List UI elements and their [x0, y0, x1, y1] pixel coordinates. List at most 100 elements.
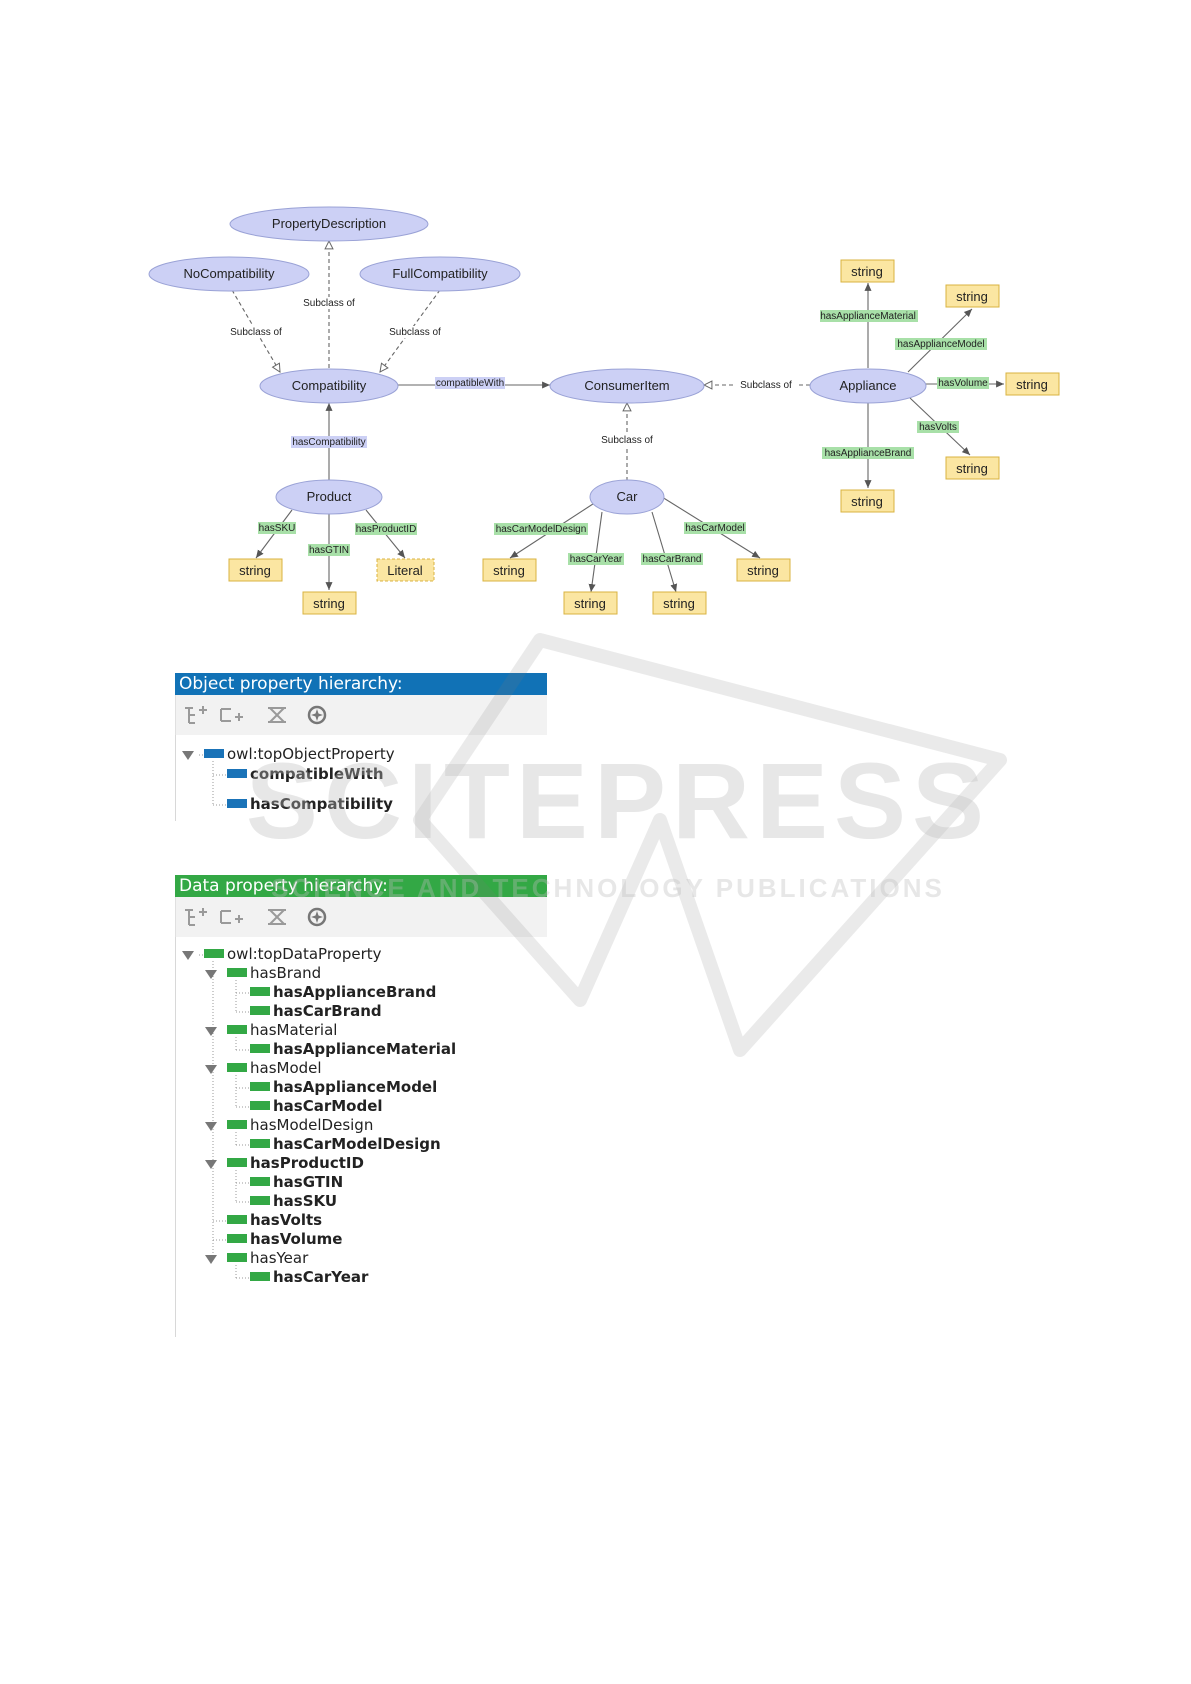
class-node-property-description[interactable]: PropertyDescription: [229, 206, 429, 242]
delete-property-icon[interactable]: [264, 703, 290, 727]
svg-text:Compatibility: Compatibility: [292, 378, 367, 393]
data-property-icon: [250, 1101, 270, 1110]
tree-item[interactable]: hasModelDesign: [227, 1116, 373, 1135]
data-property-icon: [227, 1158, 247, 1167]
tree-item[interactable]: hasCarModel: [250, 1097, 383, 1116]
data-property-icon: [250, 1196, 270, 1205]
data-property-icon: [227, 1234, 247, 1243]
data-property-toolbar: [175, 897, 547, 937]
data-property-icon: [250, 1044, 270, 1053]
label-has-car-model: hasCarModel: [685, 523, 744, 534]
tree-item-compatible-with[interactable]: compatibleWith: [227, 765, 384, 784]
svg-text:string: string: [493, 563, 525, 578]
tree-item[interactable]: hasApplianceMaterial: [250, 1040, 456, 1059]
datatype-node-string-sku[interactable]: string: [228, 558, 283, 582]
edge-no-compatibility-to-compatibility: [231, 289, 280, 372]
data-property-panel-title: Data property hierarchy:: [175, 875, 547, 897]
find-usage-icon[interactable]: [304, 905, 330, 929]
datatype-node-string-car-model-design[interactable]: string: [482, 558, 537, 582]
data-property-icon: [227, 1215, 247, 1224]
data-property-icon: [250, 1139, 270, 1148]
find-usage-icon[interactable]: [304, 703, 330, 727]
tree-item[interactable]: hasProductID: [227, 1154, 364, 1173]
class-node-appliance[interactable]: Appliance: [809, 368, 927, 404]
svg-text:string: string: [663, 596, 695, 611]
tree-item[interactable]: hasBrand: [227, 964, 321, 983]
datatype-node-string-volts[interactable]: string: [945, 456, 1000, 480]
svg-text:string: string: [574, 596, 606, 611]
object-tree-lines: [199, 754, 226, 806]
add-sub-property-icon[interactable]: [182, 905, 208, 929]
expand-toggle-icon[interactable]: [205, 1065, 217, 1074]
datatype-node-string-car-model[interactable]: string: [736, 558, 791, 582]
expand-toggle-icon[interactable]: [182, 751, 194, 760]
class-node-compatibility[interactable]: Compatibility: [259, 368, 399, 404]
class-node-product[interactable]: Product: [275, 479, 383, 515]
class-node-full-compatibility[interactable]: FullCompatibility: [359, 256, 521, 292]
datatype-node-string-car-brand[interactable]: string: [652, 591, 707, 615]
label-has-product-id: hasProductID: [356, 524, 417, 535]
tree-item[interactable]: hasApplianceModel: [250, 1078, 437, 1097]
tree-item[interactable]: hasCarYear: [250, 1268, 368, 1287]
expand-toggle-icon[interactable]: [182, 951, 194, 960]
datatype-node-string-gtin[interactable]: string: [302, 591, 357, 615]
data-tree-lines: [199, 954, 249, 1279]
tree-item[interactable]: hasMaterial: [227, 1021, 337, 1040]
datatype-node-string-car-year[interactable]: string: [563, 591, 618, 615]
datatype-node-string-appliance-model[interactable]: string: [945, 284, 1000, 308]
tree-item[interactable]: hasVolts: [227, 1211, 322, 1230]
svg-text:string: string: [851, 494, 883, 509]
expand-toggle-icon[interactable]: [205, 1027, 217, 1036]
datatype-nodes: string string Literal string string stri…: [228, 259, 1060, 615]
tree-item[interactable]: hasGTIN: [250, 1173, 343, 1192]
tree-item-has-compatibility[interactable]: hasCompatibility: [227, 795, 393, 814]
data-property-icon: [227, 1063, 247, 1072]
object-property-panel: Object property hierarchy:: [175, 673, 547, 821]
add-sibling-property-icon[interactable]: [218, 703, 244, 727]
datatype-node-string-volume[interactable]: string: [1005, 372, 1060, 396]
expand-toggle-icon[interactable]: [205, 1122, 217, 1131]
tree-item[interactable]: hasApplianceBrand: [250, 983, 436, 1002]
add-sibling-property-icon[interactable]: [218, 905, 244, 929]
label-compatible-with: compatibleWith: [436, 378, 504, 389]
tree-item[interactable]: hasCarBrand: [250, 1002, 382, 1021]
expand-toggle-icon[interactable]: [205, 1160, 217, 1169]
data-property-icon: [250, 1006, 270, 1015]
tree-item[interactable]: owl:topDataProperty: [204, 945, 382, 964]
label-subclass-2: Subclass of: [230, 327, 282, 338]
object-property-icon: [204, 749, 224, 758]
svg-text:PropertyDescription: PropertyDescription: [272, 216, 386, 231]
class-node-car[interactable]: Car: [589, 479, 665, 515]
tree-item[interactable]: hasYear: [227, 1249, 308, 1268]
svg-text:string: string: [313, 596, 345, 611]
label-has-compatibility: hasCompatibility: [292, 437, 365, 448]
datatype-node-string-appliance-brand[interactable]: string: [840, 489, 895, 513]
class-node-no-compatibility[interactable]: NoCompatibility: [148, 256, 310, 292]
data-property-icon: [204, 949, 224, 958]
label-subclass-1: Subclass of: [303, 298, 355, 309]
expand-toggle-icon[interactable]: [205, 970, 217, 979]
datatype-node-string-appliance-material[interactable]: string: [840, 259, 895, 283]
delete-property-icon[interactable]: [264, 905, 290, 929]
add-sub-property-icon[interactable]: [182, 703, 208, 727]
class-node-consumer-item[interactable]: ConsumerItem: [549, 368, 705, 404]
label-has-volts: hasVolts: [919, 422, 957, 433]
tree-item[interactable]: hasModel: [227, 1059, 322, 1078]
label-subclass-4: Subclass of: [601, 435, 653, 446]
svg-text:string: string: [239, 563, 271, 578]
label-has-car-year: hasCarYear: [570, 554, 623, 565]
tree-item[interactable]: hasSKU: [250, 1192, 337, 1211]
label-has-gtin: hasGTIN: [309, 545, 349, 556]
tree-item[interactable]: hasVolume: [227, 1230, 342, 1249]
tree-item-top-object-property[interactable]: owl:topObjectProperty: [204, 745, 395, 764]
expand-toggle-icon[interactable]: [205, 1255, 217, 1264]
datatype-node-literal[interactable]: Literal: [376, 558, 435, 582]
data-property-icon: [250, 1272, 270, 1281]
svg-text:ConsumerItem: ConsumerItem: [584, 378, 669, 393]
label-has-car-brand: hasCarBrand: [643, 554, 702, 565]
svg-text:string: string: [747, 563, 779, 578]
svg-text:NoCompatibility: NoCompatibility: [183, 266, 275, 281]
label-has-volume: hasVolume: [938, 378, 988, 389]
tree-item[interactable]: hasCarModelDesign: [250, 1135, 441, 1154]
label-has-sku: hasSKU: [259, 523, 296, 534]
